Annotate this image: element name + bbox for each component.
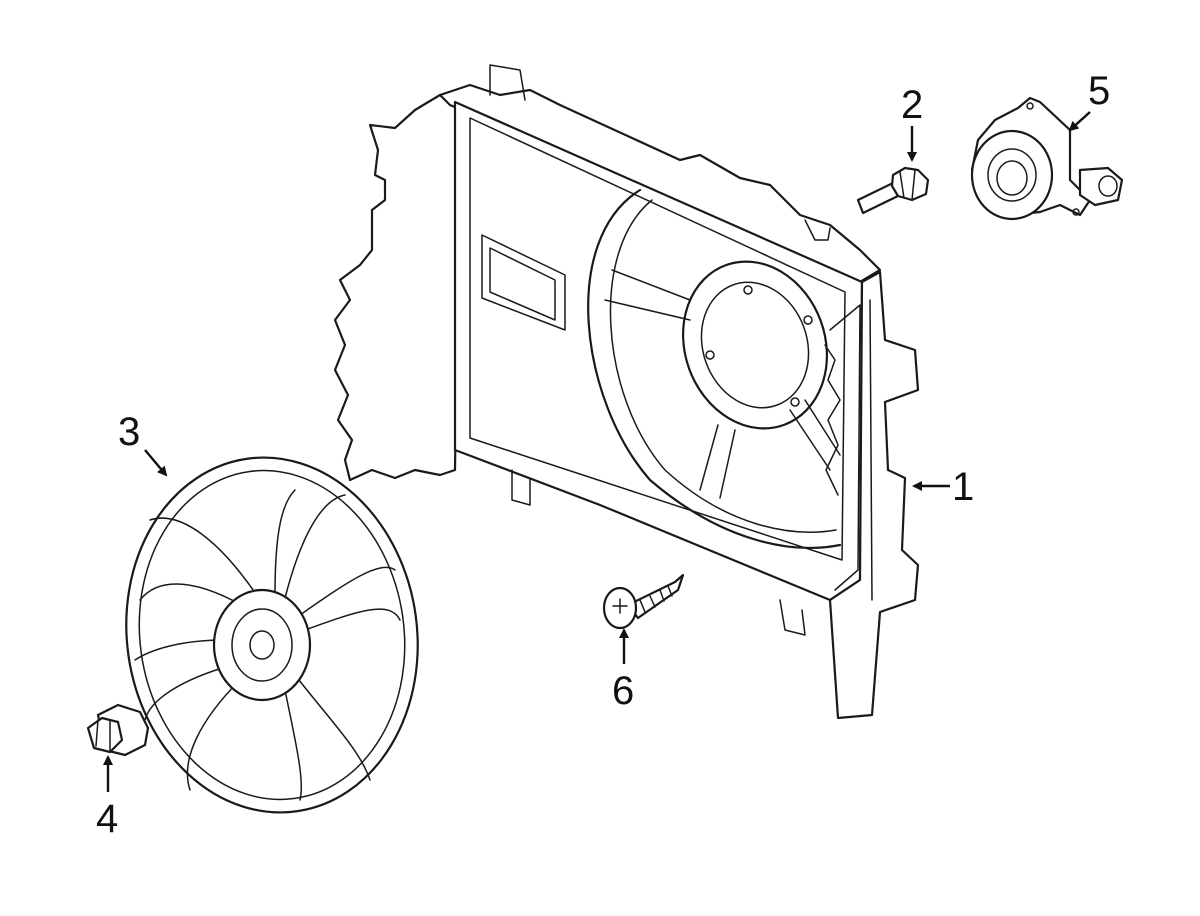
callout-labels: 1 2 3 4 5 6 bbox=[96, 69, 1110, 841]
callout-label-2: 2 bbox=[901, 83, 923, 127]
callout-arrow-5 bbox=[1068, 111, 1091, 132]
callout-label-6: 6 bbox=[612, 669, 634, 713]
screw-part[interactable] bbox=[602, 573, 685, 630]
callout-label-5: 5 bbox=[1088, 69, 1110, 113]
fan-motor-part[interactable] bbox=[970, 96, 1124, 221]
callout-arrow-3 bbox=[144, 449, 168, 477]
callout-arrows bbox=[103, 111, 1091, 792]
fan-shroud-part[interactable] bbox=[333, 64, 920, 720]
callout-label-4: 4 bbox=[96, 797, 118, 841]
fan-blade-part[interactable] bbox=[104, 439, 441, 832]
nut-part[interactable] bbox=[86, 703, 150, 757]
callout-label-1: 1 bbox=[952, 465, 974, 509]
bolt-part[interactable] bbox=[856, 166, 930, 215]
callout-label-3: 3 bbox=[118, 410, 140, 454]
